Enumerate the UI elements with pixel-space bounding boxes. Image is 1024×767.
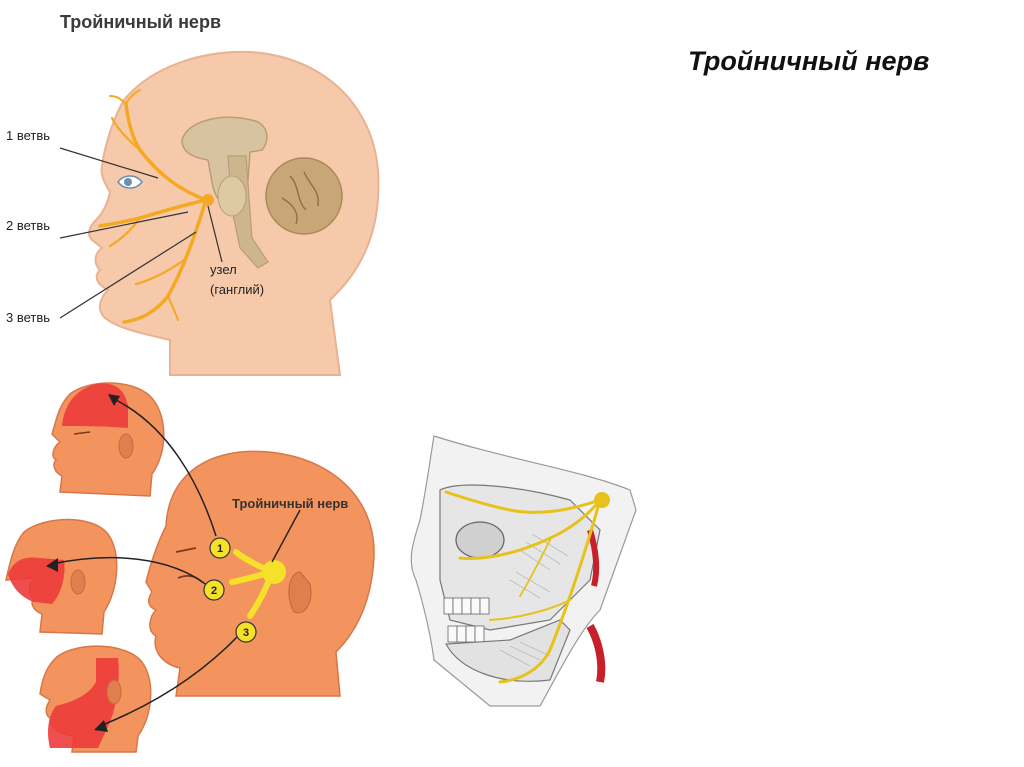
small-head-zone-1	[51, 382, 165, 497]
nerve-label: Тройничный нерв	[232, 496, 348, 511]
ganglion-node	[202, 194, 214, 206]
branch-label-3: 3 ветвь	[6, 310, 50, 325]
small-head-zone-3	[39, 645, 152, 753]
trigeminal-zones-diagram: Тройничный нерв 1 2 3	[5, 382, 375, 753]
vessel-lower	[586, 624, 606, 683]
svg-text:1: 1	[217, 543, 223, 555]
arrow-heads	[46, 394, 120, 732]
branch-badge-3: 3	[235, 621, 257, 643]
small-head-zone-2	[5, 518, 118, 635]
skull-shape	[439, 484, 601, 631]
leader-lines	[59, 147, 223, 319]
branch-badge-1: 1	[209, 537, 231, 559]
teeth	[443, 597, 490, 643]
ganglion-label-line1: узел	[210, 262, 237, 277]
ganglion-label-line2: (ганглий)	[210, 282, 264, 297]
skull-nerves	[444, 490, 602, 684]
branch-label-1: 1 ветвь	[6, 128, 50, 143]
diagram-title: Тройничный нерв	[60, 12, 221, 32]
trigeminal-head-diagram: Тройничный нерв	[6, 12, 380, 376]
svg-text:3: 3	[243, 627, 249, 639]
large-head-ganglion	[262, 560, 286, 584]
zone-arrows	[51, 397, 241, 727]
skull-ganglion	[594, 492, 610, 508]
svg-text:2: 2	[211, 585, 217, 597]
brain-shape	[181, 116, 343, 269]
slide-title: Тройничный нерв	[688, 46, 930, 76]
branch-badge-2: 2	[203, 579, 225, 601]
nerve-label-leader	[271, 509, 301, 563]
nerve-branches	[98, 89, 208, 324]
branch-label-2: 2 ветвь	[6, 218, 50, 233]
skull-anatomy-illustration	[410, 435, 637, 707]
